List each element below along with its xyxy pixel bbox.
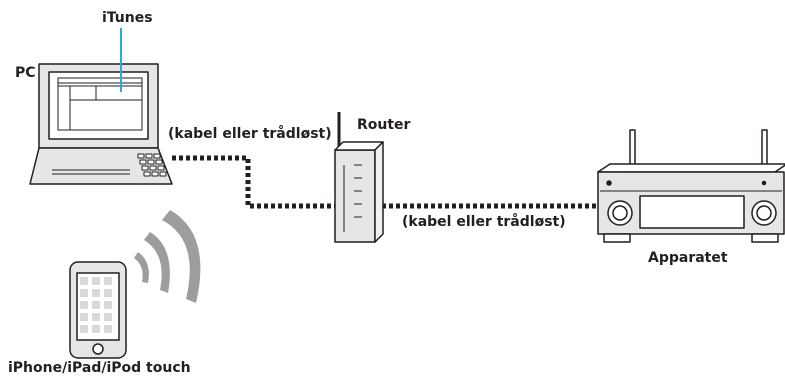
connection-pc-router bbox=[172, 155, 335, 209]
router-icon bbox=[334, 112, 384, 243]
phone-icon bbox=[69, 261, 127, 359]
connection-label-pc-router: (kabel eller trådløst) bbox=[168, 126, 332, 142]
mobile-label: iPhone/iPad/iPod touch bbox=[8, 360, 191, 376]
connection-label-router-device: (kabel eller trådløst) bbox=[402, 214, 566, 230]
device-icon bbox=[597, 129, 785, 243]
pc-icon bbox=[29, 63, 173, 185]
itunes-label: iTunes bbox=[102, 10, 153, 26]
pc-label: PC bbox=[15, 65, 36, 81]
wifi-waves-icon bbox=[134, 210, 201, 303]
router-label: Router bbox=[357, 117, 411, 133]
device-label: Apparatet bbox=[648, 250, 728, 266]
